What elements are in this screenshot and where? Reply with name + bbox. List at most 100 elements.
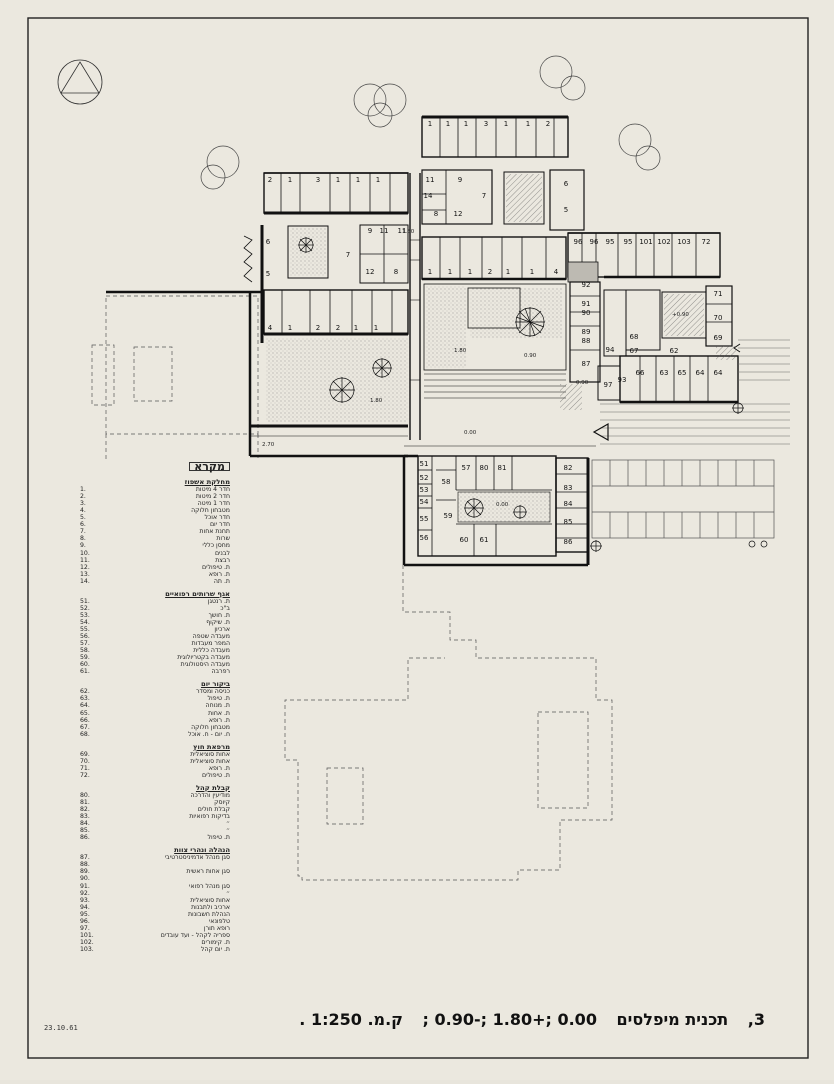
central-ward-rooms	[421, 236, 567, 280]
legend-item-code: 84.	[80, 820, 90, 828]
legend-item-code: 83.	[80, 813, 90, 821]
legend-item-label: לבנים	[214, 549, 230, 557]
legend-item-label: קיוסק	[214, 799, 230, 807]
svg-text:80: 80	[480, 464, 489, 472]
svg-text:5: 5	[564, 206, 568, 214]
legend-item-label: ת. רופא	[208, 570, 230, 578]
legend-item: מודיעין והדרכה 80.	[80, 792, 230, 799]
legend-item-label: ספריה לקהל - ועד עובדים	[160, 931, 230, 939]
legend-item-label: ת. אחות	[208, 709, 230, 717]
svg-text:2: 2	[268, 176, 272, 184]
legend-item-label: ת. רופא	[208, 764, 230, 772]
title-number: 3,	[747, 1010, 765, 1029]
legend-item-code: 70.	[80, 757, 90, 765]
legend-item-label: ארכיון	[214, 625, 230, 633]
legend-item-label: אחות סוציאלית	[190, 896, 230, 904]
svg-text:95: 95	[606, 238, 615, 246]
legend-item-code: 94.	[80, 903, 90, 911]
legend-item-label: ח. יום - ח. אוכל	[188, 730, 230, 738]
svg-text:90: 90	[582, 309, 591, 317]
legend-item-label: סגן אחות ראשית	[186, 868, 230, 876]
legend-item-code: 61.	[80, 668, 90, 676]
legend-item-code: 95.	[80, 910, 90, 918]
legend-item-code: 59.	[80, 654, 90, 662]
north-courtyard	[503, 171, 545, 225]
legend-item-label: ת. קימורים	[201, 938, 230, 946]
day-care-rooms	[619, 355, 739, 403]
legend-item-label: ת. טיפול	[207, 834, 230, 842]
svg-text:97: 97	[604, 381, 613, 389]
svg-text:1: 1	[374, 324, 378, 332]
legend-item-code: 12.	[80, 563, 90, 571]
level-mark: 0.90	[524, 353, 537, 359]
svg-text:9: 9	[458, 176, 462, 184]
legend-item-code: 97.	[80, 924, 90, 932]
legend-item-code: 90.	[80, 875, 90, 883]
level-mark: 0.90	[576, 380, 589, 386]
svg-text:85: 85	[564, 518, 573, 526]
legend-item-code: 53.	[80, 611, 90, 619]
legend-item: 88.	[80, 861, 230, 868]
legend-item-code: 85.	[80, 827, 90, 835]
svg-text:62: 62	[670, 347, 679, 355]
legend-item-label: ב"כ	[220, 604, 230, 612]
svg-text:69: 69	[714, 334, 723, 342]
legend-item-label: ת. תה	[213, 577, 230, 585]
legend-item-code: 58.	[80, 647, 90, 655]
svg-text:65: 65	[678, 369, 687, 377]
sheet-border	[27, 17, 809, 1059]
legend-item-code: 56.	[80, 633, 90, 641]
svg-text:2: 2	[488, 268, 492, 276]
svg-text:94: 94	[606, 346, 615, 354]
svg-text:4: 4	[554, 268, 559, 276]
legend-item-code: 80.	[80, 791, 90, 799]
legend-item-code: 6.	[80, 521, 86, 529]
svg-text:101: 101	[639, 238, 652, 246]
legend-item-code: 1.	[80, 486, 86, 494]
svg-text:95: 95	[624, 238, 633, 246]
svg-text:11: 11	[426, 176, 435, 184]
svg-text:93: 93	[618, 376, 627, 384]
legend-item: ״85.	[80, 827, 230, 834]
level-mark: 1.80	[370, 398, 383, 404]
dashed-outline-left	[91, 295, 259, 460]
legend-item-label: אחות סוציאלית	[190, 757, 230, 765]
legend-item-label: מודיעין והדרכה	[190, 791, 230, 799]
legend-section-heading: אגף שרותים רפואיים	[165, 589, 230, 598]
medical-services-block	[417, 455, 557, 557]
legend-item-code: 86.	[80, 834, 90, 842]
legend-item-label: ת. מנוחה	[205, 702, 230, 710]
legend-item-label: רבצת	[215, 556, 230, 564]
legend-item-label: חדר 4 מיטות	[195, 486, 230, 494]
svg-text:51: 51	[420, 460, 429, 468]
svg-text:60: 60	[460, 536, 469, 544]
svg-text:9: 9	[368, 227, 372, 235]
north-symbol	[57, 59, 103, 105]
level-mark: 2.70	[262, 442, 275, 448]
level-mark: 1.80	[454, 348, 467, 354]
legend-item-label: ״	[226, 889, 230, 897]
legend-item-code: 3.	[80, 500, 86, 508]
legend-item-label: אחות סוציאלית	[190, 750, 230, 758]
legend-item-code: 63.	[80, 695, 90, 703]
svg-text:1: 1	[464, 120, 468, 128]
legend-item-code: 8.	[80, 535, 86, 543]
